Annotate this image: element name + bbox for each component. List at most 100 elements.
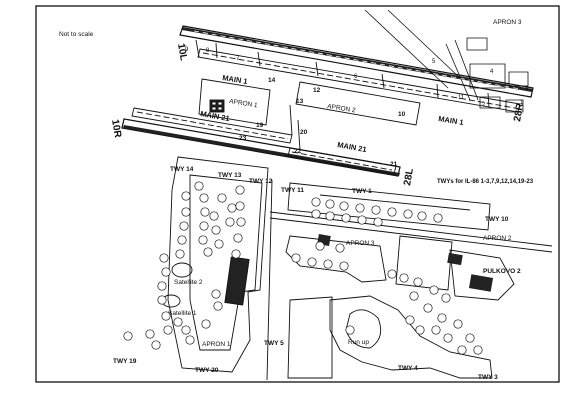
main-21-label-a: MAIN 21 — [200, 109, 231, 123]
parking-stand-marker — [311, 197, 321, 207]
parking-stand-marker — [173, 317, 183, 327]
parking-stand-marker — [399, 273, 409, 283]
apron-1-area — [198, 78, 271, 126]
parking-stand-marker — [453, 319, 463, 329]
twy-number-7: 7 — [236, 56, 240, 62]
twy-1-label: TWY 1 — [352, 188, 372, 195]
apron-2-3-area — [266, 179, 553, 381]
parking-stand-marker — [335, 243, 345, 253]
twy-number-8: 8 — [206, 48, 210, 54]
parking-stand-marker — [345, 325, 355, 335]
parking-stand-marker — [209, 211, 219, 221]
parking-stand-marker — [357, 215, 367, 225]
parking-stand-marker — [217, 193, 227, 203]
apron-3-label-top: APRON 3 — [493, 19, 522, 26]
taxiway-main-1 — [195, 39, 521, 113]
parking-stand-marker — [371, 205, 381, 215]
parking-stand-marker — [339, 201, 349, 211]
parking-stand-marker — [157, 281, 167, 291]
parking-stand-marker — [227, 203, 237, 213]
twy-number-23: 23 — [239, 135, 247, 142]
twy-number-1: 1 — [520, 100, 524, 106]
apron-3-building — [447, 252, 463, 266]
twy-14-label: TWY 14 — [170, 166, 194, 173]
parking-stand-marker — [159, 253, 169, 263]
twy-number-9: 9 — [185, 47, 189, 53]
parking-stand-marker — [355, 203, 365, 213]
parking-stand-marker — [203, 247, 213, 257]
twy-number-3: 3 — [525, 86, 529, 92]
parking-stand-marker — [185, 335, 195, 345]
parking-stand-marker — [311, 209, 321, 219]
parking-stand-marker — [403, 209, 413, 219]
parking-stand-marker — [123, 331, 133, 341]
parking-stand-marker — [325, 199, 335, 209]
not-to-scale-note: Not to scale — [59, 31, 94, 38]
twy-4-label: TWY 4 — [398, 365, 418, 372]
parking-stand-marker — [179, 221, 189, 231]
parking-stand-marker — [201, 319, 211, 329]
runway-10r-label: 10R — [109, 119, 123, 140]
parking-stand-marker — [151, 340, 161, 350]
twy-3-label: TWY 3 — [478, 374, 498, 381]
apron-2-area — [295, 81, 421, 126]
runway-28r-label: 28R — [512, 102, 526, 123]
twy-number-12: 12 — [313, 87, 321, 94]
parking-stand-marker — [323, 259, 333, 269]
apron-1-label: APRON 1 — [229, 98, 259, 109]
runway-10l-label: 10L — [175, 43, 189, 62]
parking-stand-marker — [413, 277, 423, 287]
twy-number-20: 20 — [300, 129, 308, 136]
runway-10l-28r — [179, 25, 534, 98]
satellite-1-label: Satellite 1 — [168, 310, 197, 317]
taxiway-main-21 — [131, 104, 397, 175]
parking-stand-marker — [325, 211, 335, 221]
twy-number-2: 2 — [482, 102, 486, 108]
parking-stand-marker — [214, 239, 224, 249]
twy-number-19: 19 — [256, 122, 264, 129]
parking-stand-marker — [198, 235, 208, 245]
twy-12-label: TWY 12 — [249, 178, 273, 185]
parking-stand-marker — [431, 325, 441, 335]
satellite-2-label: Satellite 2 — [174, 279, 203, 286]
chart-frame — [35, 5, 560, 383]
parking-stand-marker — [437, 313, 447, 323]
runway-28l-label: 28L — [402, 168, 416, 187]
parking-stand-marker — [181, 325, 191, 335]
twy-number-4: 4 — [490, 69, 494, 75]
taxiway-numbers: 9 8 7 6 5 4 3 2 11 1 14 13 12 10 19 20 2… — [185, 47, 529, 168]
parking-stand-marker — [429, 285, 439, 295]
twy-number-21: 21 — [390, 161, 398, 168]
parking-stand-marker — [387, 207, 397, 217]
parking-stand-marker — [291, 253, 301, 263]
parking-stand-marker — [387, 269, 397, 279]
parking-stand-marker — [457, 345, 467, 355]
twy-il86-note: TWYs for IL-86 1-3,7,9,12,14,19-23 — [437, 179, 534, 185]
pulkovo-2-terminal — [468, 274, 494, 292]
parking-stand-marker — [200, 207, 210, 217]
twy-number-22: 22 — [294, 148, 302, 155]
parking-stand-marker — [225, 217, 235, 227]
main-21-label-b: MAIN 21 — [337, 140, 368, 154]
parking-stand-marker — [341, 213, 351, 223]
parking-stand-marker — [339, 261, 349, 271]
parking-stand-marker — [307, 257, 317, 267]
parking-stand-marker — [417, 211, 427, 221]
twy-10-label: TWY 10 — [485, 216, 509, 223]
parking-stand-marker — [235, 185, 245, 195]
parking-stand-marker — [236, 217, 246, 227]
parking-stand-marker — [194, 181, 204, 191]
parking-stand-marker — [423, 303, 433, 313]
pulkovo-2-label: PULKOVO 2 — [483, 268, 521, 275]
twy-number-5: 5 — [432, 59, 436, 65]
twy-number-6: 6 — [354, 74, 358, 80]
parking-stand-marker — [157, 295, 167, 305]
twy-number-10: 10 — [398, 111, 406, 118]
parking-stand-marker — [465, 333, 475, 343]
parking-stand-marker — [163, 325, 173, 335]
parking-stand-marker — [409, 291, 419, 301]
parking-stand-marker — [177, 235, 187, 245]
parking-stand-marker — [405, 315, 415, 325]
main-1-label-a: MAIN 1 — [222, 73, 249, 86]
